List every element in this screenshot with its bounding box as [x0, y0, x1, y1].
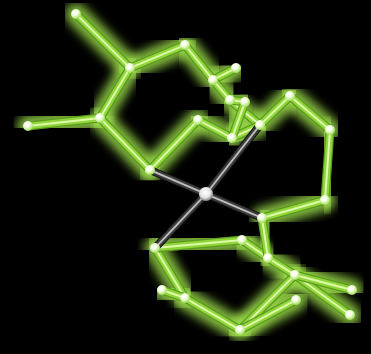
atom-node — [255, 120, 265, 130]
atom-node — [231, 63, 241, 73]
atom-node — [180, 40, 190, 50]
ligand-bond-highlight — [75, 13, 131, 69]
atom-specular-highlight — [265, 254, 269, 259]
atom-specular-highlight — [287, 92, 291, 97]
atom-specular-highlight — [147, 166, 151, 171]
ligand-bond-highlight — [154, 239, 243, 249]
ligand-bond-highlight — [99, 67, 131, 119]
ligand-bond-highlight — [184, 44, 214, 81]
ligand-bond-highlight — [289, 95, 331, 131]
atom-node — [285, 91, 295, 101]
atom-node — [235, 325, 245, 335]
atom-specular-highlight — [25, 122, 29, 127]
ligand-bond-highlight — [231, 101, 246, 139]
atom-node — [95, 113, 105, 123]
atom-specular-highlight — [159, 286, 163, 291]
atom-node — [225, 95, 235, 105]
atom-specular-highlight — [242, 98, 246, 103]
atom-specular-highlight — [347, 311, 351, 316]
atom-specular-highlight — [182, 294, 186, 299]
ligand-bond-highlight — [261, 199, 326, 219]
atom-specular-highlight — [233, 64, 237, 69]
atom-specular-highlight — [152, 244, 156, 249]
ligand-bond-highlight — [154, 247, 186, 299]
atom-specular-highlight — [257, 121, 261, 126]
ligand-bond-highlight — [267, 257, 296, 276]
atom-specular-highlight — [210, 76, 214, 81]
metal-center-node — [199, 187, 213, 201]
atom-node — [193, 115, 203, 125]
atom-specular-highlight — [182, 41, 186, 46]
atom-node — [157, 285, 167, 295]
metal-bond-highlight — [154, 193, 207, 249]
ligand-bond-highlight — [259, 95, 291, 126]
atom-specular-highlight — [127, 64, 131, 69]
ligand-bond-highlight — [197, 119, 233, 139]
ligand-bond-highlight — [239, 299, 297, 331]
atom-specular-highlight — [292, 271, 296, 276]
ligand-bond-highlight — [27, 117, 101, 127]
atom-node — [237, 235, 247, 245]
atom-node — [290, 270, 300, 280]
atom-node — [291, 295, 301, 305]
atom-specular-highlight — [293, 296, 297, 301]
atom-node — [320, 195, 330, 205]
atom-specular-highlight — [227, 96, 231, 101]
atom-node — [347, 285, 357, 295]
atom-specular-highlight — [229, 134, 233, 139]
atom-node — [240, 97, 250, 107]
metal-coordination-bonds — [146, 121, 266, 252]
ligand-bond-highlight — [294, 274, 353, 291]
metal-bond-highlight — [205, 193, 263, 219]
metal-bond-highlight — [205, 124, 261, 195]
ligand-bond-highlight — [149, 119, 199, 171]
atom-node — [257, 213, 267, 223]
ligand-bonds — [23, 9, 357, 335]
atom-node — [71, 9, 81, 19]
atom-node — [208, 75, 218, 85]
atom-node — [145, 165, 155, 175]
atom-node — [345, 310, 355, 320]
ligand-bond-highlight — [129, 44, 186, 69]
atom-node — [180, 293, 190, 303]
atom-specular-highlight — [327, 126, 331, 131]
atom-node — [325, 125, 335, 135]
metal-bond-highlight — [149, 169, 207, 195]
atom-specular-highlight — [97, 114, 101, 119]
atom-specular-highlight — [349, 286, 353, 291]
atom-nodes — [23, 9, 357, 335]
atom-node — [23, 121, 33, 131]
atom-specular-highlight — [259, 214, 263, 219]
atom-node — [263, 253, 273, 263]
ligand-bond-highlight — [184, 297, 241, 331]
atom-specular-highlight — [73, 10, 77, 15]
ligand-bond-highlight — [324, 129, 331, 201]
atom-specular-highlight — [195, 116, 199, 121]
atom-specular-highlight — [239, 236, 243, 241]
ligand-bond-highlight — [261, 217, 269, 259]
atom-node — [125, 63, 135, 73]
atom-specular-highlight — [322, 196, 326, 201]
ligand-bond-highlight — [99, 117, 151, 171]
atom-specular-highlight — [237, 326, 241, 331]
atom-node — [227, 133, 237, 143]
atom-node — [150, 243, 160, 253]
